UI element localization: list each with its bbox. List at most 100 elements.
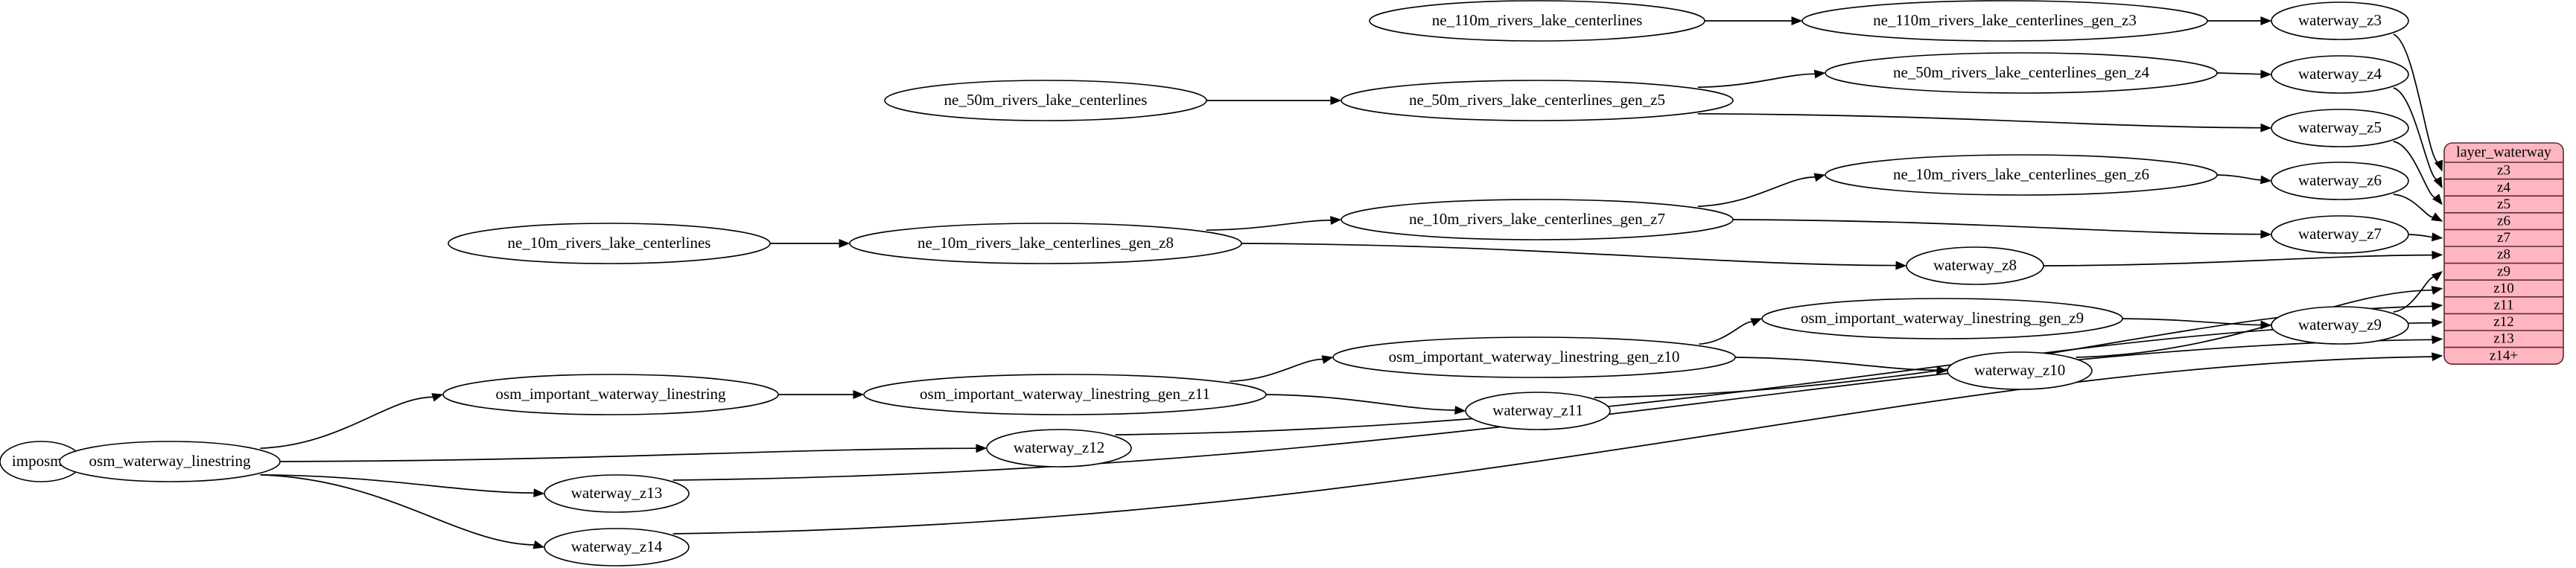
node-label-waterway_z8: waterway_z8 [1933, 256, 2017, 274]
record-row-z4[interactable]: z4 [2497, 179, 2510, 195]
node-label-ne10_gen_z8: ne_10m_rivers_lake_centerlines_gen_z8 [917, 234, 1174, 252]
node-osm_iwl_gen_z10[interactable]: osm_important_waterway_linestring_gen_z1… [1332, 336, 1736, 378]
node-label-waterway_z13: waterway_z13 [571, 484, 662, 502]
node-label-waterway_z5: waterway_z5 [2298, 118, 2382, 136]
node-waterway_z10[interactable]: waterway_z10 [1947, 351, 2093, 390]
record-row-z14plus[interactable]: z14+ [2490, 348, 2518, 363]
edge-arrowhead [2431, 352, 2443, 362]
edge-arrowhead [2260, 229, 2272, 239]
node-label-waterway_z4: waterway_z4 [2298, 65, 2382, 83]
node-waterway_z14[interactable]: waterway_z14 [544, 528, 690, 567]
edge-ne50_gen_z4-to-waterway_z4 [2216, 72, 2262, 75]
node-shape [544, 474, 690, 513]
node-shape [849, 223, 1242, 264]
node-shape [448, 223, 771, 264]
edge-osm_wl-to-osm_iwl [260, 396, 434, 450]
edge-ne10_gen_z6-to-waterway_z6 [2216, 174, 2262, 181]
edge-arrowhead [2431, 301, 2443, 311]
edge-arrowhead [839, 239, 850, 248]
node-waterway_z13[interactable]: waterway_z13 [544, 474, 690, 513]
node-waterway_z11[interactable]: waterway_z11 [1465, 392, 1611, 430]
node-waterway_z3[interactable]: waterway_z3 [2271, 1, 2409, 40]
record-row-z3[interactable]: z3 [2497, 163, 2510, 179]
node-ne10_gen_z6[interactable]: ne_10m_rivers_lake_centerlines_gen_z6 [1825, 154, 2218, 196]
record-row-z12[interactable]: z12 [2493, 314, 2513, 330]
node-label-waterway_z3: waterway_z3 [2298, 11, 2382, 29]
record-row-z9[interactable]: z9 [2497, 264, 2510, 279]
node-label-ne10_gen_z7: ne_10m_rivers_lake_centerlines_gen_z7 [1409, 210, 1665, 228]
edge-arrowhead [2432, 318, 2443, 328]
node-waterway_z6[interactable]: waterway_z6 [2271, 162, 2409, 200]
node-waterway_z5[interactable]: waterway_z5 [2271, 109, 2409, 147]
edge-ne10_gen_z8-to-waterway_z8 [1241, 243, 1898, 267]
record-row-z6[interactable]: z6 [2497, 213, 2510, 229]
node-label-ne10_gen_z6: ne_10m_rivers_lake_centerlines_gen_z6 [1893, 165, 2149, 183]
node-label-osm_iwl_gen_z9: osm_important_waterway_linestring_gen_z9 [1801, 309, 2084, 327]
node-osm_wl[interactable]: osm_waterway_linestring [59, 441, 281, 482]
node-waterway_z12[interactable]: waterway_z12 [986, 429, 1132, 468]
node-shape [59, 441, 281, 482]
edge-osm_iwl_gen_z11-to-waterway_z11 [1265, 394, 1457, 411]
node-ne50_gen_z4[interactable]: ne_50m_rivers_lake_centerlines_gen_z4 [1825, 52, 2218, 94]
node-label-osm_iwl: osm_important_waterway_linestring [495, 385, 726, 403]
node-waterway_z8[interactable]: waterway_z8 [1906, 246, 2044, 285]
record-row-z7[interactable]: z7 [2497, 230, 2510, 246]
node-ne110_src[interactable]: ne_110m_rivers_lake_centerlines [1369, 0, 1705, 42]
edge-osm_iwl_gen_z11-to-osm_iwl_gen_z10 [1230, 358, 1324, 383]
edge-arrowhead [976, 444, 988, 453]
edge-waterway_z9-to-layer_waterway-z9 [2393, 276, 2436, 313]
edge-arrowhead [2431, 212, 2443, 222]
node-ne10_gen_z7[interactable]: ne_10m_rivers_lake_centerlines_gen_z7 [1341, 199, 1734, 240]
node-ne50_src[interactable]: ne_50m_rivers_lake_centerlines [884, 80, 1207, 121]
record-header-label: layer_waterway [2456, 144, 2551, 161]
node-shape [986, 429, 1132, 468]
edge-waterway_z13-to-layer_waterway-z13 [672, 339, 2434, 481]
edge-arrowhead [1330, 96, 1342, 105]
edge-arrowhead [2431, 232, 2443, 242]
node-shape [1332, 336, 1736, 378]
node-ne50_gen_z5[interactable]: ne_50m_rivers_lake_centerlines_gen_z5 [1341, 80, 1734, 121]
edge-osm_wl-to-waterway_z13 [260, 473, 535, 494]
node-label-waterway_z12: waterway_z12 [1014, 438, 1104, 456]
node-ne10_src[interactable]: ne_10m_rivers_lake_centerlines [448, 223, 771, 264]
record-row-z10[interactable]: z10 [2493, 281, 2513, 296]
node-waterway_z4[interactable]: waterway_z4 [2271, 55, 2409, 94]
record-outline [2443, 142, 2564, 366]
node-osm_iwl[interactable]: osm_important_waterway_linestring [442, 374, 779, 415]
edge-arrowhead [1813, 173, 1826, 182]
node-label-ne110_gen_z3: ne_110m_rivers_lake_centerlines_gen_z3 [1873, 11, 2137, 29]
node-shape [1947, 351, 2093, 390]
node-label-waterway_z6: waterway_z6 [2298, 171, 2382, 189]
edge-osm_wl-to-waterway_z12 [279, 447, 978, 462]
node-shape [2271, 162, 2409, 200]
node-label-waterway_z10: waterway_z10 [1974, 361, 2065, 379]
node-waterway_z7[interactable]: waterway_z7 [2271, 215, 2409, 254]
edge-arrowhead [532, 540, 545, 549]
node-shape [2271, 109, 2409, 147]
edge-arrowhead [2431, 286, 2443, 295]
edge-waterway_z3-to-layer_waterway-z3 [2393, 33, 2440, 163]
node-shape [1825, 52, 2218, 94]
record-row-z13[interactable]: z13 [2493, 331, 2513, 347]
edge-arrowhead [1791, 16, 1803, 25]
record-row-z5[interactable]: z5 [2497, 197, 2510, 212]
node-shape [884, 80, 1207, 121]
edge-arrowhead [2431, 271, 2443, 282]
node-osm_iwl_gen_z11[interactable]: osm_important_waterway_linestring_gen_z1… [863, 374, 1267, 415]
node-label-ne50_gen_z4: ne_50m_rivers_lake_centerlines_gen_z4 [1893, 63, 2150, 81]
node-osm_iwl_gen_z9[interactable]: osm_important_waterway_linestring_gen_z9 [1761, 298, 2123, 339]
edge-waterway_z5-to-layer_waterway-z5 [2393, 141, 2437, 198]
record-row-z8[interactable]: z8 [2497, 247, 2510, 263]
record-row-z11[interactable]: z11 [2494, 297, 2514, 313]
node-shape [2271, 215, 2409, 254]
node-shape [442, 374, 779, 415]
edge-osm_iwl_gen_z9-to-waterway_z9 [2122, 318, 2262, 326]
edge-ne50_gen_z5-to-waterway_z5 [1697, 112, 2262, 129]
edges-layer [48, 16, 2443, 549]
node-ne10_gen_z8[interactable]: ne_10m_rivers_lake_centerlines_gen_z8 [849, 223, 1242, 264]
node-ne110_gen_z3[interactable]: ne_110m_rivers_lake_centerlines_gen_z3 [1801, 0, 2208, 42]
node-waterway_z9[interactable]: waterway_z9 [2271, 306, 2409, 345]
edge-waterway_z12-to-layer_waterway-z12 [1115, 322, 2434, 435]
